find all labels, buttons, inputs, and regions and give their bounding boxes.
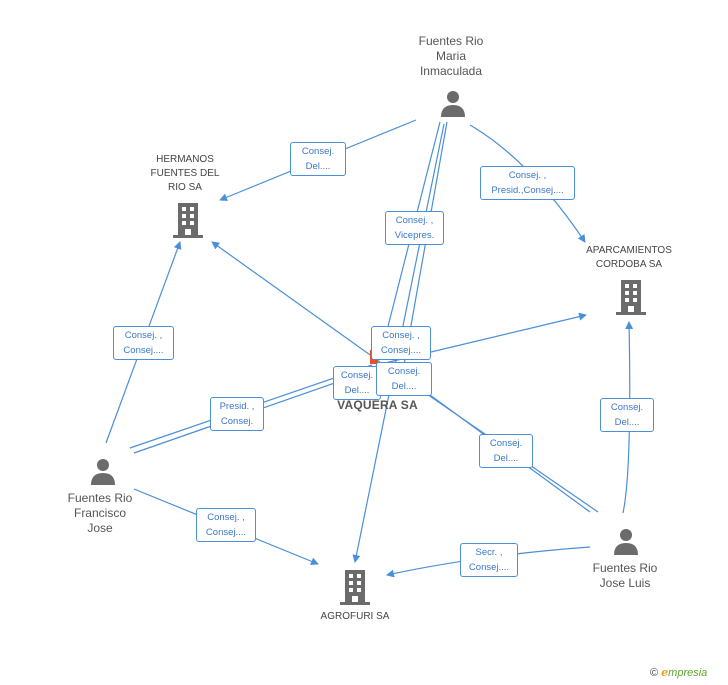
person-icon — [612, 527, 640, 560]
relation-line: Del.... — [391, 381, 417, 392]
label-line: APARCAMIENTOS — [586, 245, 672, 256]
relation-line: Consej. — [340, 370, 374, 381]
label-line: Maria — [435, 49, 466, 63]
relation-line: Del.... — [344, 385, 370, 396]
relation-line: Presid. , — [219, 401, 255, 412]
relation-box[interactable]: Consej. Del.... — [333, 366, 381, 400]
relation-line: Consej. — [301, 146, 335, 157]
relation-line: Consej.... — [468, 562, 510, 573]
relation-line: Consej.... — [380, 345, 422, 356]
center-company-label[interactable]: VAQUERA SA — [325, 398, 430, 413]
relation-box[interactable]: Consej. , Presid.,Consej.... — [480, 166, 575, 200]
relation-line: Consej. , — [508, 170, 547, 181]
relation-box[interactable]: Consej. , Consej.... — [113, 326, 174, 360]
relation-line: Consej. — [489, 438, 523, 449]
label-line: Fuentes Rio — [67, 491, 133, 505]
relation-line: Vicepres. — [394, 230, 435, 241]
label-line: HERMANOS — [156, 154, 214, 165]
relation-line: Secr. , — [475, 547, 503, 558]
relation-box[interactable]: Consej. , Consej.... — [371, 326, 431, 360]
person-label-jose-luis[interactable]: Fuentes Rio Jose Luis — [570, 561, 680, 591]
label-line: Francisco — [73, 506, 126, 520]
label-line: RIO SA — [168, 182, 202, 193]
relation-line: Consej.... — [205, 527, 247, 538]
relation-box[interactable]: Consej. Del.... — [479, 434, 533, 468]
building-icon — [173, 203, 203, 243]
person-label-francisco[interactable]: Fuentes Rio Francisco Jose — [45, 491, 155, 536]
edge-center-hermanos — [211, 241, 381, 363]
label-line: Fuentes Rio — [592, 561, 658, 575]
relation-line: Presid.,Consej.... — [491, 185, 564, 196]
relation-box[interactable]: Consej. , Consej.... — [196, 508, 256, 542]
brand-name: mpresia — [668, 667, 708, 679]
label-line: Jose — [87, 521, 113, 535]
label-line: Inmaculada — [419, 64, 483, 78]
building-icon — [340, 570, 370, 610]
person-icon — [439, 89, 467, 122]
label-line: CORDOBA SA — [595, 259, 663, 270]
label-line: Jose Luis — [599, 576, 651, 590]
person-icon — [89, 457, 117, 490]
relation-line: Consej. — [220, 416, 254, 427]
relation-line: Consej. , — [395, 215, 434, 226]
person-label-maria[interactable]: Fuentes Rio Maria Inmaculada — [395, 34, 507, 79]
company-label-agrofuri[interactable]: AGROFURI SA — [300, 610, 410, 624]
relation-line: Consej. — [610, 402, 644, 413]
company-label-hermanos[interactable]: HERMANOS FUENTES DEL RIO SA — [135, 153, 235, 195]
company-label-aparcamientos[interactable]: APARCAMIENTOS CORDOBA SA — [575, 244, 683, 272]
relation-line: Del.... — [493, 453, 519, 464]
label-line: AGROFURI SA — [320, 611, 390, 622]
relation-line: Consej. , — [124, 330, 163, 341]
relation-line: Del.... — [614, 417, 640, 428]
edge-joseluis-aparcamientos — [622, 321, 634, 514]
relation-box[interactable]: Consej. , Vicepres. — [385, 211, 444, 245]
relation-box[interactable]: Consej. Del.... — [600, 398, 654, 432]
label-line: FUENTES DEL — [150, 168, 220, 179]
copyright-symbol: © — [650, 667, 659, 679]
brand-mark: e — [661, 666, 669, 679]
relation-line: Consej. , — [207, 512, 245, 523]
relation-line: Consej.... — [123, 345, 164, 356]
relation-box[interactable]: Presid. , Consej. — [210, 397, 264, 431]
relation-box[interactable]: Consej. Del.... — [290, 142, 346, 176]
relation-line: Del.... — [305, 161, 331, 172]
brand-logo: © empresia — [650, 666, 707, 679]
building-icon — [616, 280, 646, 320]
relation-line: Consej. — [387, 366, 421, 377]
label-line: VAQUERA SA — [337, 398, 418, 412]
relation-box[interactable]: Secr. , Consej.... — [460, 543, 518, 577]
label-line: Fuentes Rio — [418, 34, 484, 48]
relation-box[interactable]: Consej. Del.... — [376, 362, 432, 396]
relation-line: Consej. , — [382, 330, 420, 341]
